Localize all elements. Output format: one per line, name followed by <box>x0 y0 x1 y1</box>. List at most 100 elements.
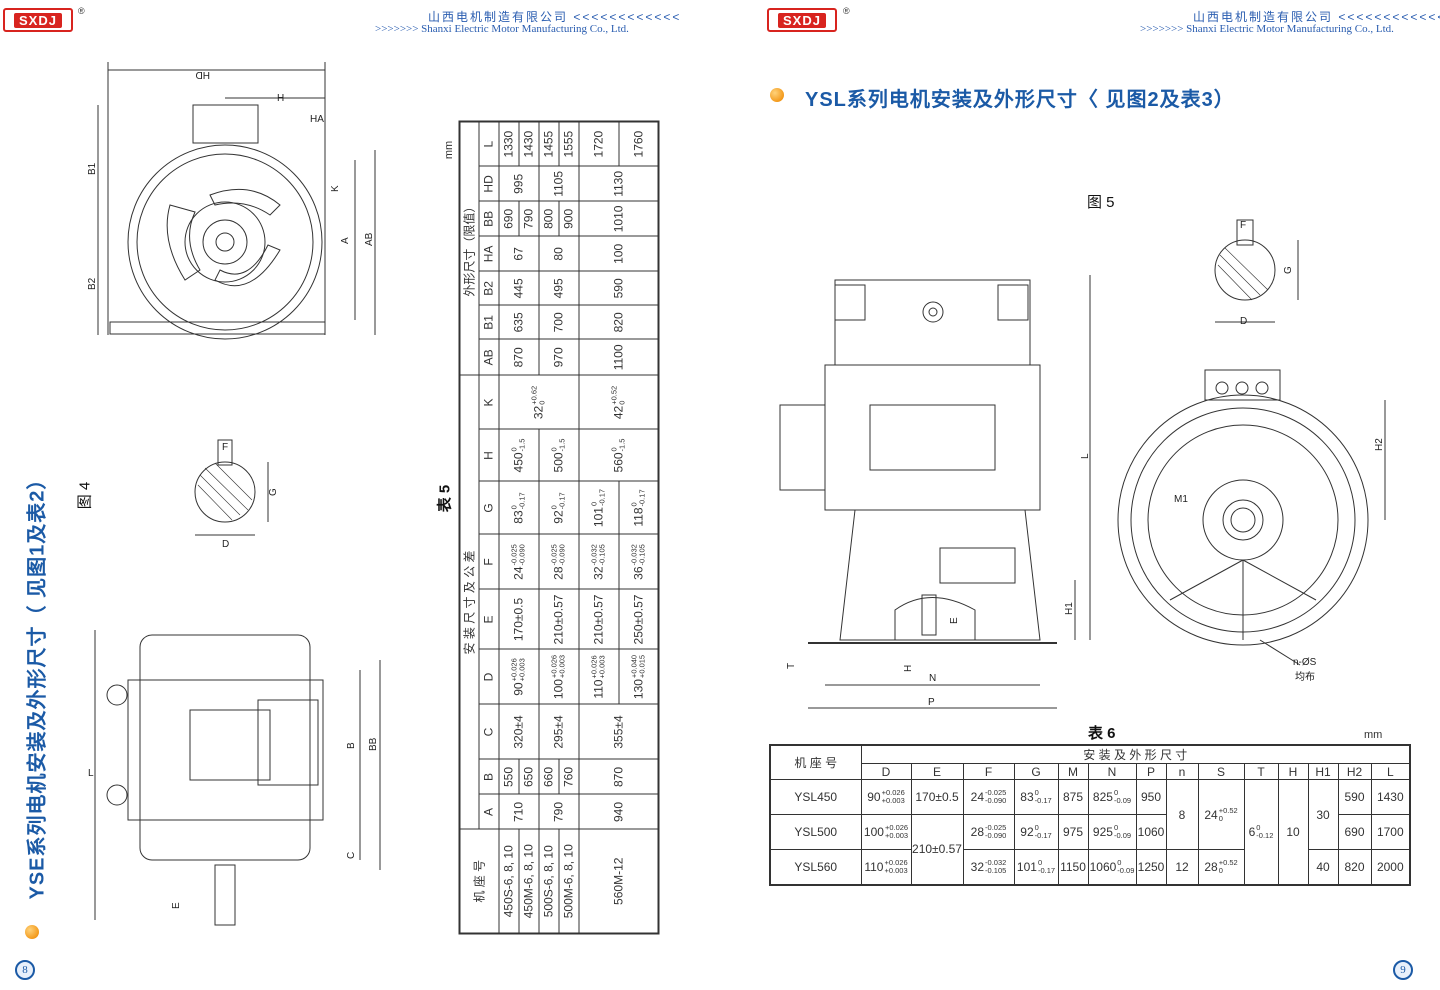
tolerance-value: 24-0.025-0.090 <box>510 544 527 580</box>
table-cell: 445 <box>498 271 539 306</box>
dim-label-p: P <box>928 697 935 708</box>
header-cell: n <box>1165 763 1199 780</box>
tolerance-value: 90+0.026+0.003 <box>867 789 905 805</box>
lower-tolerance: -0.17 <box>517 492 527 510</box>
header-cell: AB <box>478 339 499 376</box>
table-cell: YSL500 <box>769 814 862 850</box>
tolerance-value: 100+0.026+0.003 <box>550 655 567 699</box>
table-cell: 875 <box>1057 779 1089 815</box>
table-cell: 90+0.026+0.003 <box>498 649 539 705</box>
lower-tolerance: 0 <box>1218 865 1223 875</box>
nominal: 100 <box>863 825 884 839</box>
tolerance-value: 130+0.040+0.015 <box>629 654 647 699</box>
bullet-dot <box>25 925 39 939</box>
table-cell: 2000 <box>1370 849 1411 885</box>
upper-tolerance: +0.026 <box>881 788 905 797</box>
table-cell: 32-0.032-0.105 <box>962 849 1015 885</box>
nominal: 90 <box>867 790 881 804</box>
upper-tolerance: +0.52 <box>1218 805 1238 815</box>
table-cell: 170±0.5 <box>910 779 964 815</box>
table-cell: 940 <box>578 794 659 830</box>
table-cell: 210±0.57 <box>910 814 964 885</box>
page-number: 9 <box>1393 960 1413 980</box>
registered-mark: ® <box>843 6 850 16</box>
nominal: 83 <box>1020 790 1034 804</box>
tolerance-stack: +0.026+0.003 <box>885 824 908 840</box>
tolerance-stack: 0-0.09 <box>1114 824 1131 840</box>
tolerance-stack: +0.040+0.015 <box>629 654 647 679</box>
header-cell: L <box>1370 763 1411 780</box>
lower-tolerance: -0.105 <box>637 544 647 566</box>
dim-label-ab: AB <box>364 232 375 246</box>
upper-tolerance: 0 <box>1034 788 1039 797</box>
tolerance-value: 32-0.032-0.105 <box>971 858 1007 875</box>
table-cell: 870 <box>498 339 539 376</box>
tolerance-stack: 0-0.17 <box>1038 858 1055 875</box>
lower-tolerance: -1.5 <box>557 438 567 452</box>
tolerance-value: 100+0.026+0.003 <box>864 824 908 840</box>
nominal: 101 <box>591 507 606 528</box>
table-cell: 24-0.025-0.090 <box>962 779 1015 815</box>
lower-tolerance: +0.015 <box>637 654 647 679</box>
table-cell: 710 <box>498 794 539 830</box>
header-cell: G <box>1013 763 1059 780</box>
header-cell: 机 座 号 <box>459 829 499 934</box>
logo-text: SXDJ <box>778 12 826 28</box>
table-cell: 100+0.026+0.003 <box>860 814 912 850</box>
lower-tolerance: +0.003 <box>884 865 908 875</box>
table-cell: 690 <box>498 201 519 237</box>
nominal: 101 <box>1016 859 1037 874</box>
table-cell: YSL560 <box>769 849 862 885</box>
tolerance-stack: -0.025-0.090 <box>985 824 1006 840</box>
table-cell: 67 <box>498 236 539 272</box>
tolerance-stack: 0-0.17 <box>1035 824 1052 840</box>
dim-label-b2: B2 <box>87 277 98 290</box>
table-cell: 28-0.025-0.090 <box>962 814 1015 850</box>
figure-caption: 图 5 <box>1087 194 1115 211</box>
table-cell: 12 <box>1165 849 1199 885</box>
nominal: 6 <box>1248 824 1256 839</box>
table-cell: 660 <box>538 759 559 795</box>
table-cell: 450M-6, 8, 10 <box>518 829 539 934</box>
header-cell: K <box>478 375 499 430</box>
nominal: 92 <box>551 510 566 524</box>
dim-label-n: N <box>929 673 936 684</box>
lower-tolerance: -0.105 <box>985 865 1007 875</box>
tolerance-stack: 0-0.17 <box>590 489 607 506</box>
table-cell: 10 <box>1277 779 1309 885</box>
upper-tolerance: 0 <box>1113 823 1119 832</box>
dim-label-d: D <box>1240 316 1247 327</box>
header-cell: N <box>1087 763 1137 780</box>
tolerance-stack: 0-0.12 <box>1256 822 1273 840</box>
tolerance-stack: 0-0.17 <box>1035 789 1052 805</box>
table-cell: 355±4 <box>578 704 659 760</box>
company-logo: SXDJ <box>767 8 837 32</box>
upper-tolerance: +0.026 <box>884 857 908 867</box>
table-cell: 690 <box>1337 814 1372 850</box>
upper-tolerance: 0 <box>1256 822 1261 832</box>
lower-tolerance: -0.17 <box>637 489 647 507</box>
table-cell: 800 <box>538 201 559 237</box>
tolerance-value: 90+0.026+0.003 <box>510 658 527 696</box>
nominal: 42 <box>611 405 626 420</box>
lower-tolerance: -0.090 <box>985 796 1007 805</box>
logo-text: SXDJ <box>14 12 62 28</box>
header-cell: E <box>478 589 499 650</box>
table-cell: 700 <box>538 305 579 340</box>
header-cell: L <box>478 121 499 167</box>
nominal: 560 <box>611 452 626 473</box>
